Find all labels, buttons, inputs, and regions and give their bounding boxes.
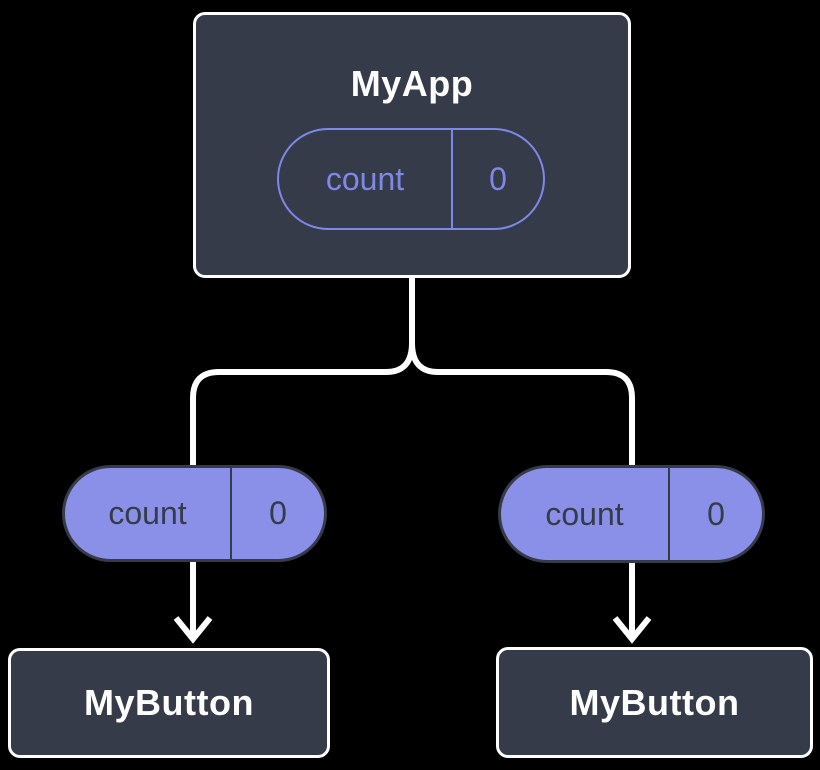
component-title-mybutton: MyButton	[569, 681, 740, 723]
branch-connector-left	[190, 278, 415, 466]
arrow-head-right-icon	[612, 616, 652, 644]
component-box-mybutton-right: MyButton	[496, 647, 813, 758]
state-name-label: count	[279, 130, 453, 228]
arrow-head-left-icon	[173, 616, 213, 644]
state-value-label: 0	[707, 495, 725, 532]
state-name-label: count	[501, 468, 670, 560]
state-pill-parent: count 0	[277, 128, 545, 230]
component-box-mybutton-left: MyButton	[8, 648, 330, 758]
state-pill-child-right: count 0	[498, 465, 765, 563]
state-value-label: 0	[269, 495, 287, 531]
state-pill-child-left: count 0	[62, 465, 327, 562]
component-box-myapp: MyApp count 0	[193, 12, 631, 278]
component-title-myapp: MyApp	[350, 63, 474, 104]
state-name-label: count	[65, 468, 232, 559]
component-title-mybutton: MyButton	[84, 682, 254, 723]
branch-connector-right	[409, 278, 635, 466]
state-value-label: 0	[489, 160, 507, 197]
